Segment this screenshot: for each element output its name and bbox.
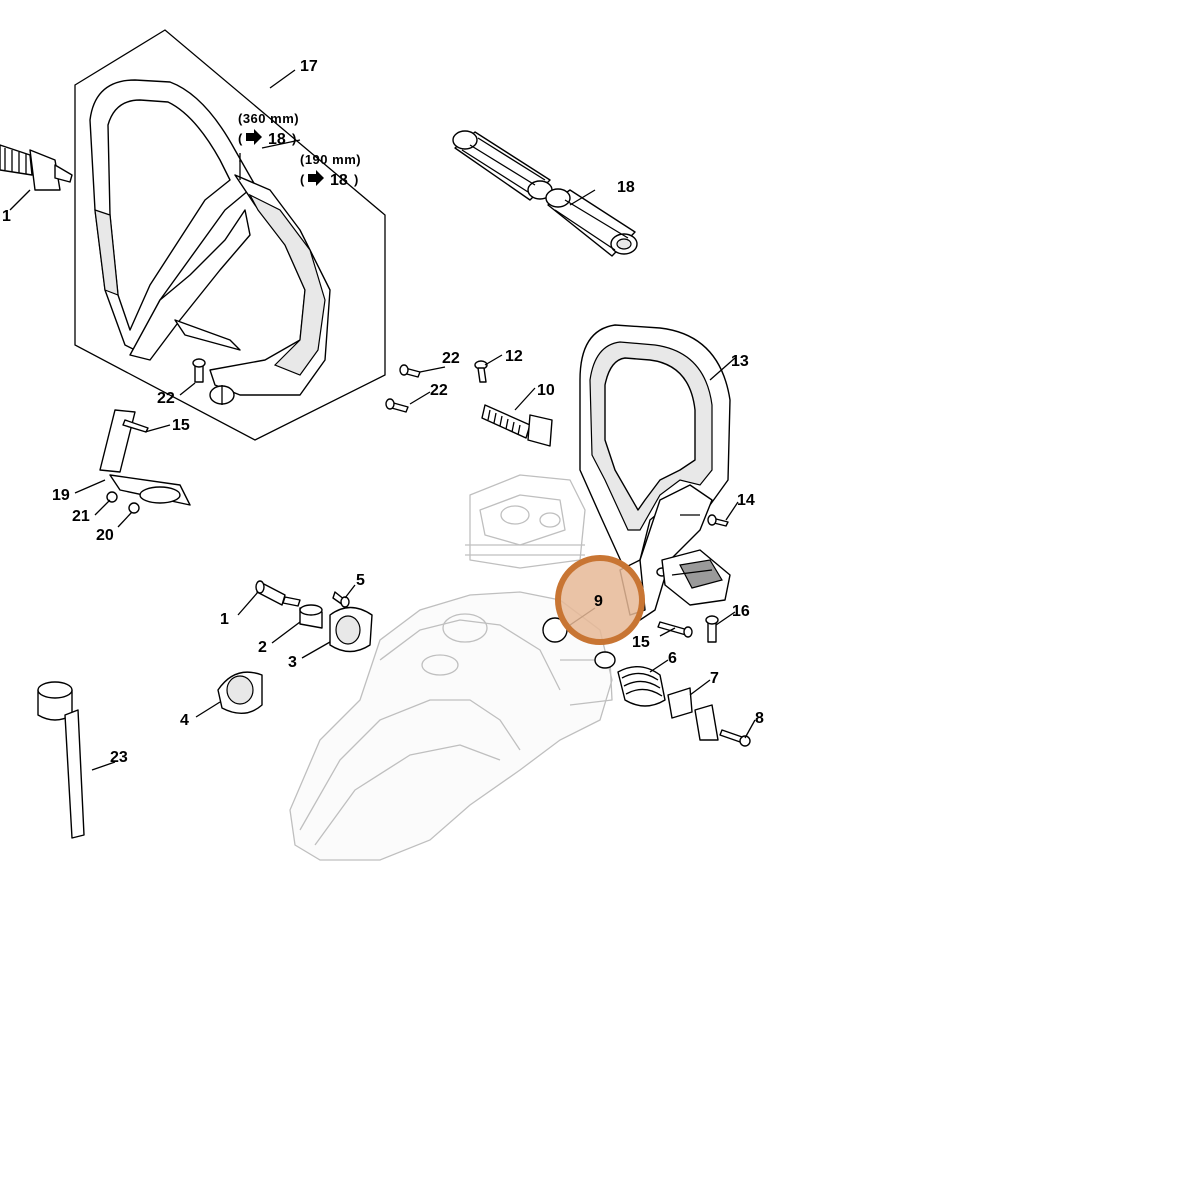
callout-13: 13 (731, 353, 749, 370)
callout-20: 20 (96, 527, 114, 544)
note-paren-open-2: ( (300, 172, 305, 187)
bracket-pad (661, 549, 731, 606)
note-360mm: (360 mm) (238, 111, 299, 126)
combination-wrench-23 (37, 681, 85, 839)
housing-outline (289, 474, 613, 861)
callout-7: 7 (710, 670, 719, 687)
screw-8 (719, 729, 751, 747)
callout-9: 9 (594, 593, 603, 610)
screw-12 (474, 360, 488, 383)
callout-4: 4 (180, 712, 189, 729)
callout-22-left: 22 (157, 390, 175, 407)
callout-5: 5 (356, 572, 365, 589)
callout-8: 8 (755, 710, 764, 727)
callout-12: 12 (505, 348, 523, 365)
screw-14 (707, 514, 729, 527)
callout-16: 16 (732, 603, 750, 620)
callout-labels: 17 18 1 22 15 19 21 20 12 10 13 14 9 16 … (2, 58, 764, 766)
arrow-icon (246, 129, 262, 145)
callout-14: 14 (737, 492, 755, 509)
note-paren-open-1: ( (238, 131, 243, 146)
callout-10: 10 (537, 382, 555, 399)
callout-22-top: 22 (442, 350, 460, 367)
callout-18: 18 (617, 179, 635, 196)
screw-16 (705, 615, 719, 643)
callout-3: 3 (288, 654, 297, 671)
screws-22 (192, 358, 421, 413)
rear-handle-13 (579, 324, 731, 621)
callout-1-top: 1 (2, 208, 11, 225)
highlight-circle (555, 555, 645, 645)
callout-2: 2 (258, 639, 267, 656)
callout-22-mid: 22 (430, 382, 448, 399)
screw-10-spring (481, 404, 553, 447)
note-paren-close-1: ) (292, 131, 297, 146)
note-ref-18-a: 18 (268, 131, 286, 148)
bracket-19 (99, 409, 191, 514)
callout-23: 23 (110, 749, 128, 766)
note-190mm: (190 mm) (300, 152, 361, 167)
length-notes: (360 mm) ( 18 ) (190 mm) ( 18 ) (238, 111, 361, 189)
note-paren-close-2: ) (354, 172, 359, 187)
callout-19: 19 (52, 487, 70, 504)
arrow-icon (308, 170, 324, 186)
handle-17-box (74, 29, 386, 441)
callout-17: 17 (300, 58, 318, 75)
callout-15-left: 15 (172, 417, 190, 434)
callout-6: 6 (668, 650, 677, 667)
spring-6 (594, 651, 666, 707)
front-handle-17 (89, 79, 331, 405)
annular-buffer-1-top (0, 144, 73, 191)
note-ref-18-b: 18 (330, 172, 348, 189)
parts-1-to-5 (217, 580, 373, 714)
buffer-7 (667, 687, 719, 741)
callout-15-right: 15 (632, 634, 650, 651)
rubber-tube-18 (452, 130, 638, 257)
callout-21: 21 (72, 508, 90, 525)
callout-1-mid: 1 (220, 611, 229, 628)
